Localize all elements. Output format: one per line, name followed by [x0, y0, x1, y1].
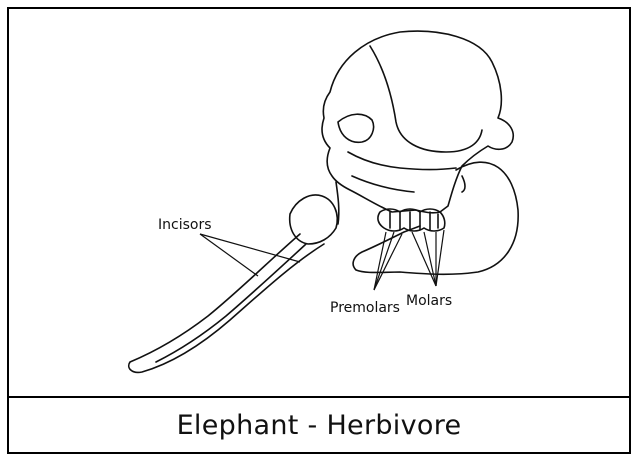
- molars-label: Molars: [406, 293, 452, 309]
- rear-tooth: [462, 176, 465, 192]
- skull-detail-mid: [348, 152, 456, 170]
- skull-outline: [322, 31, 513, 213]
- incisors-label: Incisors: [158, 217, 212, 233]
- tusk-inner: [156, 244, 306, 362]
- teeth-lines: [390, 212, 438, 230]
- premolars-label: Premolars: [330, 300, 400, 316]
- molars-pointer-4: [436, 230, 444, 286]
- premolars-pointer-3: [374, 234, 402, 290]
- skull-detail-upper: [370, 46, 482, 152]
- skull-detail-lower: [352, 176, 414, 192]
- incisors-pointer-2: [200, 234, 258, 276]
- molars-pointer-2: [424, 232, 436, 286]
- molars-pointer-1: [412, 232, 436, 286]
- caption: Elephant - Herbivore: [7, 398, 631, 452]
- skull-detail-orbit: [338, 114, 374, 142]
